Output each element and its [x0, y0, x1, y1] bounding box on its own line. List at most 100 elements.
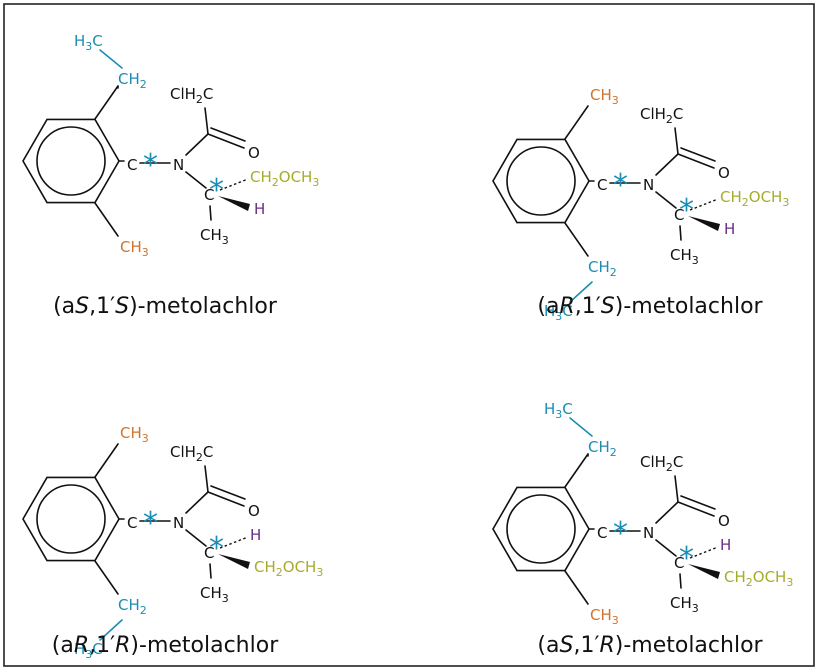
nitrogen-label: N [643, 176, 654, 194]
oxygen-label: O [718, 164, 730, 182]
formula-part: OCH [753, 568, 787, 586]
formula-part: CH [200, 584, 222, 602]
n-to-chiral-bond [655, 191, 677, 209]
axial-stereo-star: * [613, 168, 628, 203]
subscript: 2 [610, 446, 617, 459]
formula-part: H [544, 400, 555, 418]
caption-italic: R [74, 633, 89, 658]
formula-part: ClH [640, 453, 666, 471]
wedge-bond [218, 196, 250, 211]
caption-4: (aS,1′R)-metolachlor [537, 633, 763, 658]
subscript: 3 [782, 196, 789, 209]
chain-methyl-label: CH3 [200, 226, 229, 247]
ethyl-h3c-label: H3C [544, 400, 573, 421]
carbonyl-double-bond-2 [680, 147, 716, 162]
ethyl-h3c-label: H3C [74, 32, 103, 53]
ring-bottom-bond [564, 222, 589, 257]
up-substituent-methoxymethyl: CH2OCH3 [720, 188, 789, 209]
caption-part: )-metolachlor [129, 294, 278, 319]
chiral-to-methyl-bond [679, 225, 682, 241]
carbonyl-to-ch2cl-bond [674, 127, 679, 155]
caption-part: ,1′ [575, 294, 601, 319]
subscript: 3 [312, 176, 319, 189]
ethyl-bond [569, 417, 593, 437]
wedge-bond [218, 554, 250, 569]
central-stereo-star: * [679, 541, 694, 576]
oxygen-label: O [248, 502, 260, 520]
formula-part: C [673, 453, 683, 471]
n-to-carbonyl-bond [655, 153, 679, 176]
formula-part: CH [590, 86, 612, 104]
up-substituent-hydrogen: H [720, 536, 731, 554]
formula-part: CH [670, 594, 692, 612]
formula-part: H [74, 640, 85, 658]
axial-stereo-star: * [613, 516, 628, 551]
down-substituent-methoxymethyl: CH2OCH3 [724, 568, 793, 589]
nitrogen-label: N [173, 514, 184, 532]
chiral-carbon-label: C [674, 554, 684, 572]
formula-part: CH [118, 596, 140, 614]
subscript: 3 [786, 576, 793, 589]
formula-part: CH [590, 606, 612, 624]
formula-part: OCH [283, 558, 317, 576]
formula-part: C [203, 85, 213, 103]
formula-part: C [673, 105, 683, 123]
formula-part: CH [200, 226, 222, 244]
caption-part: (a [537, 633, 559, 658]
ethyl-bond [99, 49, 123, 69]
aryl-carbon-label: C [127, 514, 137, 532]
caption-italic: R [115, 633, 130, 658]
subscript: 3 [85, 40, 92, 53]
caption-italic: R [599, 633, 614, 658]
carbonyl-double-bond-1 [677, 501, 715, 517]
wedge-bond [688, 216, 720, 231]
aryl-carbon-label: C [597, 176, 607, 194]
formula-part: CH [120, 424, 142, 442]
formula-part: ClH [170, 85, 196, 103]
down-substituent-methoxymethyl: CH2OCH3 [254, 558, 323, 579]
aryl-carbon-label: C [127, 156, 137, 174]
caption-part: )-metolachlor [615, 633, 764, 658]
subscript: 2 [140, 604, 147, 617]
n-to-carbonyl-bond [655, 501, 679, 524]
aromatic-circle [36, 484, 106, 554]
formula-part: CH [670, 246, 692, 264]
chain-methyl-label: CH3 [670, 594, 699, 615]
caption-italic: S [601, 294, 615, 319]
chloroacetyl-label: ClH2C [170, 85, 213, 106]
ethyl-h3c-label: H3C [544, 302, 573, 323]
carbonyl-double-bond-2 [210, 127, 246, 142]
wedge-bond [688, 564, 720, 579]
carbonyl-double-bond-1 [677, 153, 715, 169]
ring-bottom-bond [564, 570, 589, 605]
subscript: 2 [140, 78, 147, 91]
subscript: 3 [85, 648, 92, 661]
caption-part: )-metolachlor [615, 294, 764, 319]
subscript: 2 [666, 113, 673, 126]
subscript: 2 [272, 176, 279, 189]
nitrogen-label: N [643, 524, 654, 542]
subscript: 2 [742, 196, 749, 209]
formula-part: CH [120, 238, 142, 256]
caption-1: (aS,1′S)-metolachlor [53, 294, 278, 319]
axial-stereo-star: * [143, 506, 158, 541]
chain-methyl-label: CH3 [670, 246, 699, 267]
caption-part: (a [537, 294, 559, 319]
down-substituent-hydrogen: H [724, 220, 735, 238]
ethyl-bond [569, 281, 593, 303]
n-to-chiral-bond [655, 539, 677, 557]
subscript: 3 [555, 408, 562, 421]
caption-italic: S [559, 633, 573, 658]
chiral-carbon-label: C [674, 206, 684, 224]
chiral-to-methyl-bond [679, 573, 682, 589]
ethyl-ch2-label: CH2 [588, 438, 617, 459]
formula-part: C [92, 32, 102, 50]
ethyl-ch2-label: CH2 [118, 70, 147, 91]
subscript: 3 [612, 94, 619, 107]
caption-2: (aR,1′S)-metolachlor [537, 294, 763, 319]
up-substituent-methoxymethyl: CH2OCH3 [250, 168, 319, 189]
